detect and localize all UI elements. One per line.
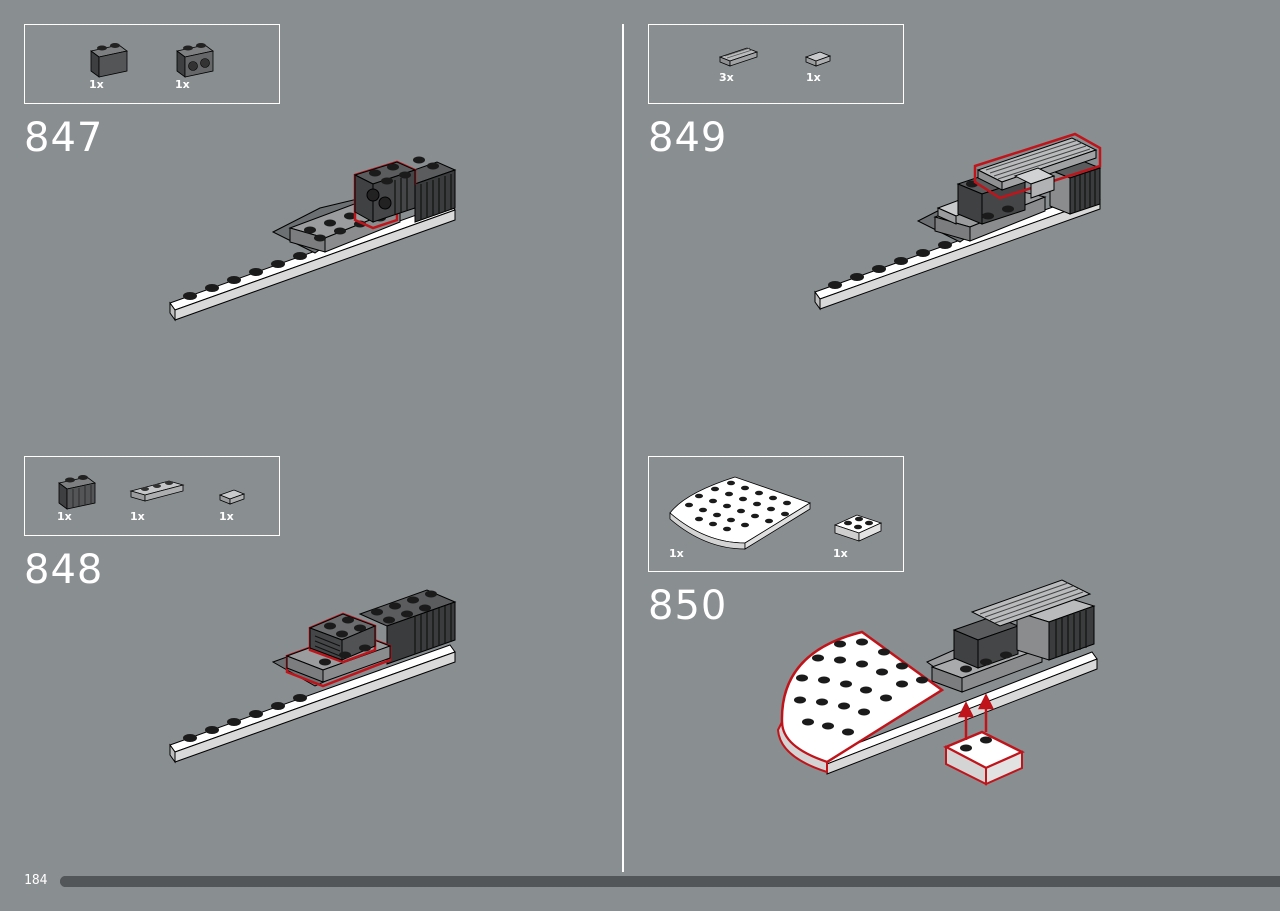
model-illustration-849 [814,132,1102,311]
parts-callout-848: 1x 1x 1x [24,456,280,536]
part-qty: 1x [57,510,72,523]
parts-callout-850: 1x 1x [648,456,904,572]
parts-callout-847: 1x 1x [24,24,280,104]
part-qty: 1x [833,547,848,560]
model-illustration-848 [169,589,457,764]
step-number: 848 [24,547,104,593]
tile-1x1-light-grey-icon [804,51,832,67]
tile-1x1-light-grey-icon [218,489,246,505]
page-number: 184 [24,873,48,888]
part-qty: 1x [669,547,684,560]
part-qty: 1x [175,78,190,91]
progress-fill [60,876,1280,887]
brick-1x2-dark-grey-icon [90,43,128,78]
grille-tile-1x2-light-grey-icon [718,47,759,67]
part-qty: 1x [130,510,145,523]
page-divider [622,24,624,872]
part-qty: 3x [719,71,734,84]
technic-brick-1x2-dark-grey-icon [176,43,214,78]
progress-bar [60,876,1280,887]
brick-1x2-dark-grey-icon [58,475,96,510]
model-illustration-847 [169,156,457,322]
model-illustration-850 [776,579,1098,786]
step-number: 847 [24,115,104,161]
plate-1x3-light-grey-icon [129,480,185,502]
plate-2x2-white-icon [833,514,883,542]
part-qty: 1x [806,71,821,84]
quarter-round-plate-white-icon [669,476,811,550]
part-qty: 1x [89,78,104,91]
part-qty: 1x [219,510,234,523]
step-number: 850 [648,583,728,629]
step-number: 849 [648,115,728,161]
parts-callout-849: 3x 1x [648,24,904,104]
